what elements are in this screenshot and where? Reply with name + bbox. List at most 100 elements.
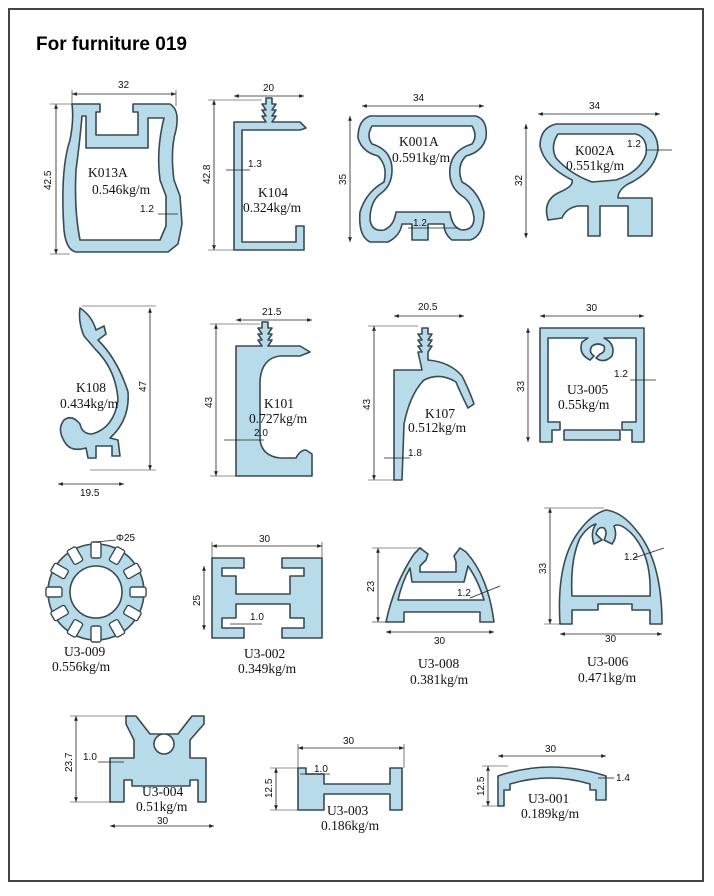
profile-k108-weight: 0.434kg/m (60, 396, 119, 411)
profile-k107-dim-width: 20.5 (418, 302, 438, 313)
profile-u3-002-code: U3-002 (244, 646, 285, 661)
profile-k108-dim-width: 19.5 (80, 488, 100, 499)
profile-u3-009-slot (45, 586, 63, 598)
profile-k001a-dim-wall: 1.2 (413, 218, 427, 229)
profile-k108-code: K108 (76, 380, 106, 395)
profile-k101-shape (235, 321, 313, 477)
profile-u3-001-dim-width: 30 (545, 744, 557, 755)
profile-u3-002-dim-height: 25 (192, 594, 203, 606)
profile-k104-dim-wall: 1.3 (248, 159, 262, 170)
profile-u3-003-code: U3-003 (327, 803, 368, 818)
profile-u3-006-weight: 0.471kg/m (578, 670, 637, 685)
profile-k013a-dim-wall: 1.2 (140, 204, 154, 215)
profile-k101: 21.5 43 2.0 K101 0.727kg/m (204, 307, 313, 477)
profile-k013a: 32 42.5 1.2 K013A 0.546kg/m (43, 80, 183, 255)
profile-u3-009-slot (50, 562, 70, 580)
profile-u3-001: 30 12.5 1.4 U3-001 0.189kg/m (476, 744, 630, 821)
profile-u3-006: 33 1.2 30 U3-006 0.471kg/m (538, 507, 665, 685)
profile-k104-weight: 0.324kg/m (243, 200, 302, 215)
profile-u3-002-dim-wall: 1.0 (250, 612, 264, 623)
profile-u3-009-code: U3-009 (64, 644, 105, 659)
profile-u3-006-shape (558, 509, 663, 625)
profile-k013a-code: K013A (88, 165, 128, 180)
profile-u3-005-dim-height: 33 (516, 380, 527, 392)
profile-u3-005-dim-width: 30 (586, 303, 598, 314)
profile-k002a-dim-height: 32 (514, 174, 525, 186)
profile-u3-001-dim-wall: 1.4 (616, 773, 630, 784)
profile-u3-008: 23 1.2 30 U3-008 0.381kg/m (366, 547, 501, 687)
profile-u3-004-code: U3-004 (142, 784, 183, 799)
profile-k002a-dim-width: 34 (589, 101, 601, 112)
profile-u3-005: 30 33 1.2 U3-005 0.55kg/m (516, 303, 656, 443)
profile-k104: 20 42.8 1.3 K104 0.324kg/m (202, 83, 307, 251)
profile-u3-004-weight: 0.51kg/m (136, 799, 188, 814)
profile-k001a-dim-height: 35 (338, 173, 349, 185)
profile-k101-dim-width: 21.5 (262, 307, 282, 318)
profile-k001a-weight: 0.591kg/m (392, 150, 451, 165)
profile-u3-009-slot (66, 618, 84, 638)
profile-u3-009-slot (122, 604, 142, 622)
profile-u3-009-slot (50, 604, 70, 622)
profile-k107-dim-height: 43 (362, 398, 373, 410)
profile-u3-002: 30 25 1.0 U3-002 0.349kg/m (192, 534, 323, 676)
profile-k001a-code: K001A (399, 134, 439, 149)
profile-u3-006-dim-wall: 1.2 (624, 552, 638, 563)
profile-k002a-code: K002A (575, 143, 615, 158)
profile-k107-weight: 0.512kg/m (408, 420, 467, 435)
profile-k001a-dim-width: 34 (413, 93, 425, 104)
profile-k104-dim-width: 20 (263, 83, 275, 94)
profile-u3-008-dim-wall: 1.2 (457, 588, 471, 599)
profile-u3-009-weight: 0.556kg/m (52, 659, 111, 674)
profile-u3-002-dim-width: 30 (259, 534, 271, 545)
profile-u3-009-slot (90, 541, 102, 559)
profile-u3-003-dim-height: 12.5 (264, 778, 275, 798)
profile-u3-009-slot (122, 562, 142, 580)
profile-k001a: 34 35 1.2 K001A 0.591kg/m (338, 93, 488, 243)
profile-u3-008-dim-height: 23 (366, 580, 377, 592)
profile-k001a-shape (357, 115, 488, 243)
profile-k002a: 34 32 1.2 K002A 0.551kg/m (514, 101, 672, 238)
profile-k107-dim-wall: 1.8 (408, 448, 422, 459)
profile-u3-004-dim-wall: 1.0 (83, 752, 97, 763)
profile-u3-005-dim-wall: 1.2 (614, 369, 628, 380)
page-title: For furniture 019 (36, 34, 187, 55)
profile-u3-003-dim-width: 30 (343, 736, 355, 747)
profile-k013a-shape (62, 103, 183, 253)
profile-k104-shape (233, 97, 307, 251)
page-border (8, 8, 704, 882)
profile-u3-006-dim-height: 33 (538, 562, 549, 574)
profile-u3-004-shape (109, 715, 207, 803)
profile-u3-005-shape (539, 327, 645, 443)
profile-u3-004: 23.7 1.0 30 U3-004 0.51kg/m (64, 715, 214, 828)
profile-u3-001-code: U3-001 (528, 791, 569, 806)
profile-u3-009-slot (108, 618, 126, 638)
profile-k107: 20.5 43 1.8 K107 0.512kg/m (362, 302, 475, 481)
profile-k002a-dim-wall: 1.2 (627, 139, 641, 150)
profile-u3-001-weight: 0.189kg/m (521, 806, 580, 821)
profile-u3-001-dim-height: 12.5 (476, 776, 487, 796)
profile-u3-003: 30 12.5 1.0 U3-003 0.186kg/m (264, 736, 405, 833)
profile-k013a-dim-width: 32 (118, 80, 130, 91)
profile-k013a-weight: 0.546kg/m (92, 182, 151, 197)
profile-u3-002-shape (211, 557, 323, 639)
profile-u3-006-code: U3-006 (587, 654, 628, 669)
profile-u3-001-shape (497, 766, 607, 807)
profile-u3-004-dim-height: 23.7 (64, 752, 75, 772)
profile-u3-009-slot (108, 546, 126, 566)
profile-k108: 47 19.5 K108 0.434kg/m (58, 305, 156, 499)
profile-k108-shape (59, 307, 129, 459)
profile-u3-008-shape (385, 547, 495, 623)
profile-k002a-shape (539, 123, 659, 237)
profile-u3-009-dim-diameter: Φ25 (116, 533, 136, 544)
profile-u3-008-code: U3-008 (418, 656, 459, 671)
profile-k101-dim-wall: 2.0 (254, 428, 268, 439)
profile-k107-shape (393, 327, 475, 481)
profile-u3-005-weight: 0.55kg/m (558, 397, 610, 412)
profile-k104-code: K104 (258, 185, 288, 200)
profile-u3-009-slot (66, 546, 84, 566)
profile-u3-009: Φ25 U3-009 0.556kg/m (45, 533, 147, 674)
profile-u3-004-dim-width: 30 (157, 816, 169, 827)
profile-k104-dim-height: 42.8 (202, 164, 213, 184)
profile-u3-009-slot (129, 586, 147, 598)
profile-u3-009-slot (90, 625, 102, 643)
